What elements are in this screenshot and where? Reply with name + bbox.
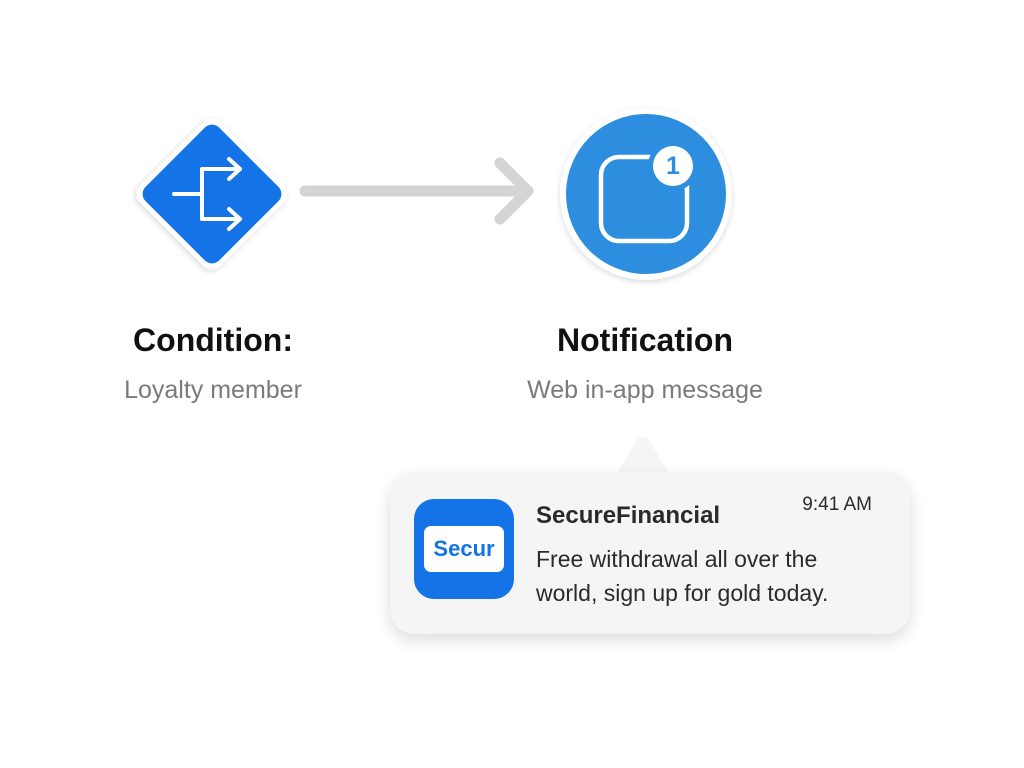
callout-pointer (617, 436, 669, 474)
condition-title: Condition: (133, 322, 293, 358)
notification-badge-count: 1 (666, 152, 680, 180)
notification-body: Free withdrawal all over the world, sign… (536, 546, 829, 606)
notification-node[interactable]: 1 (555, 103, 737, 285)
notification-preview-card[interactable]: Secur SecureFinancial 9:41 AM Free withd… (390, 472, 910, 634)
app-badge-icon (560, 108, 732, 280)
notification-app-name: SecureFinancial (536, 502, 721, 529)
app-icon: Secur (414, 499, 514, 599)
notification-time: 9:41 AM (802, 494, 872, 515)
condition-node[interactable] (122, 104, 302, 284)
notification-subtitle: Web in-app message (527, 376, 763, 404)
branch-arrows-icon (136, 118, 288, 270)
app-icon-label: Secur (424, 526, 504, 572)
condition-subtitle: Loyalty member (124, 376, 302, 404)
notification-title: Notification (557, 322, 733, 358)
